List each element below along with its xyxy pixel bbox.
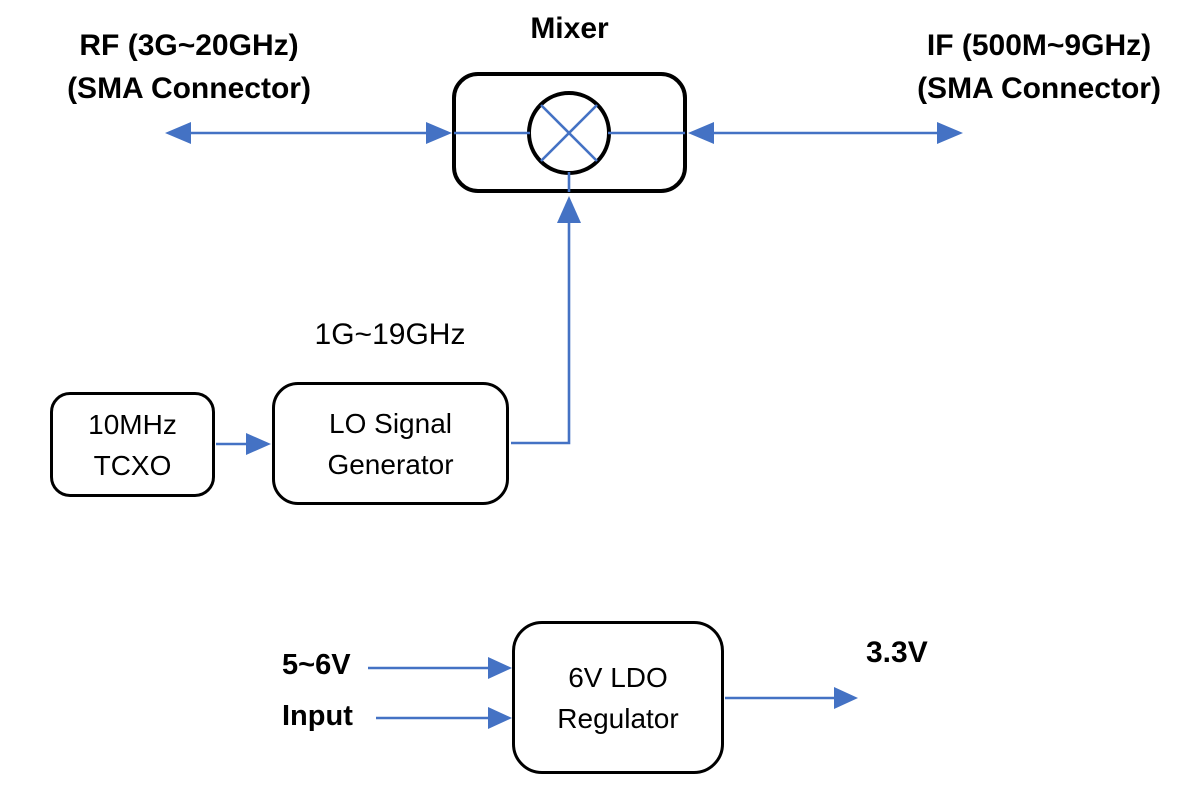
ldo-output-arrowhead [834,687,858,709]
lo-generator-block: LO Signal Generator [272,382,509,505]
lo-generator-label-line2: Generator [327,448,454,480]
lo-frequency-label: 1G~19GHz [314,318,466,351]
tcxo-block: 10MHz TCXO [50,392,215,497]
tcxo-label-line2: TCXO [93,449,172,481]
if-port-label: IF (500M~9GHz) (SMA Connector) [889,24,1189,110]
power-input-voltage-label: 5~6V [282,649,351,681]
rf-port-label: RF (3G~20GHz) (SMA Connector) [38,24,340,110]
mixer-title: Mixer [530,12,609,45]
input-arrowhead [488,707,512,729]
power-output-voltage-label: 3.3V [866,636,928,669]
rf-port-label-line2: (SMA Connector) [67,72,311,105]
lo-generator-label-line1: LO Signal [329,407,452,439]
power-input-label: Input [282,700,353,732]
mixer-block [452,72,687,193]
if-arrowhead-right [937,122,963,144]
if-port-label-line2: (SMA Connector) [917,72,1161,105]
if-port-label-line1: IF (500M~9GHz) [926,29,1152,62]
ldo-regulator-label-line2: Regulator [557,702,679,734]
rf-port-label-line1: RF (3G~20GHz) [79,29,299,62]
tcxo-label-line1: 10MHz [88,408,177,440]
if-arrowhead-left [688,122,714,144]
rf-arrowhead-right [426,122,452,144]
v56-arrowhead [488,657,512,679]
ldo-regulator-label-line1: 6V LDO [568,661,668,693]
lo-feed-line [511,220,571,445]
lo-feed-arrowhead-up [557,196,581,223]
tcxo-arrowhead [246,433,271,455]
rf-arrowhead-left [165,122,191,144]
ldo-regulator-block: 6V LDO Regulator [512,621,724,774]
